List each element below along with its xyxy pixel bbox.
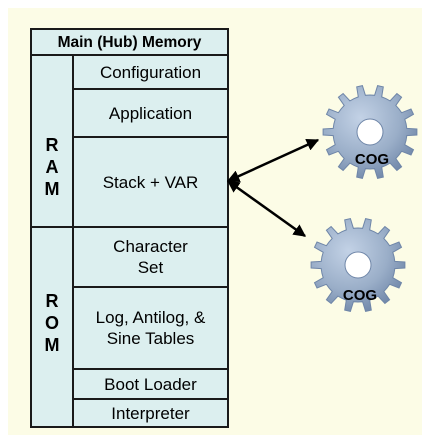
ram-section-application: Application [72, 88, 229, 138]
arrow-to-cog-2 [226, 179, 307, 238]
rom-section-character-set: Character Set [72, 226, 229, 288]
ram-section-configuration: Configuration [72, 54, 229, 90]
cog-label-1: COG [355, 151, 389, 168]
gear-hole [344, 251, 372, 279]
rom-section-interpreter: Interpreter [72, 398, 229, 428]
cog-gear-icon-2 [310, 218, 406, 312]
ram-section-stack-var: Stack + VAR [72, 136, 229, 228]
rom-letter-o: O [44, 313, 59, 333]
cog-gear-icon-1 [322, 85, 418, 179]
cog-label-2: COG [343, 287, 377, 304]
rom-letter-r: R [45, 291, 59, 311]
rom-section-log-antilog-sine: Log, Antilog, & Sine Tables [72, 286, 229, 370]
memory-header: Main (Hub) Memory [30, 28, 229, 56]
arrow-to-cog-1 [226, 138, 320, 183]
rom-letter-m: M [44, 335, 60, 355]
gear-hole [356, 118, 384, 146]
ram-label: R A M [30, 54, 74, 228]
ram-letter-a: A [45, 157, 59, 177]
ram-letter-r: R [45, 135, 59, 155]
rom-section-boot-loader: Boot Loader [72, 368, 229, 400]
ram-letter-m: M [44, 179, 60, 199]
